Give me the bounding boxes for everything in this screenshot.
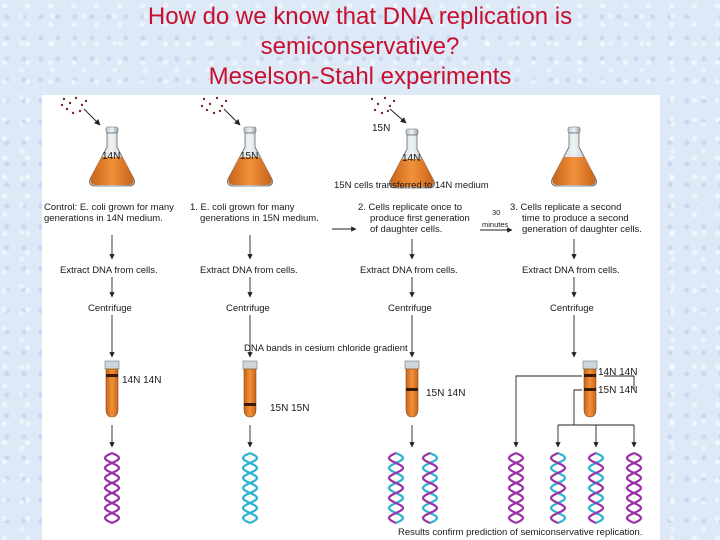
- dna-control: [103, 452, 121, 524]
- step2-line-2: produce first generation: [370, 213, 470, 224]
- tube-step3-connectors: [513, 375, 637, 448]
- extract-label-2: Extract DNA from cells.: [200, 265, 298, 276]
- dna-control-strand-b: [103, 452, 121, 524]
- arrow-dots-1: [83, 108, 101, 126]
- gradient-label: DNA bands in cesium chloride gradient: [244, 343, 408, 354]
- title-line-1: How do we know that DNA replication is: [147, 3, 573, 30]
- centrifuge-label-1: Centrifuge: [88, 303, 132, 314]
- dna-step2-b-strand-a: [421, 452, 439, 524]
- title-line-3: Meselson-Stahl experiments: [208, 63, 512, 90]
- transfer-label: 15N cells transferred to 14N medium: [334, 180, 489, 191]
- flask-step2-top-label: 15N: [372, 123, 390, 134]
- step1-line-2: generations in 15N medium.: [200, 213, 319, 224]
- flask-step1: 15N: [227, 126, 273, 187]
- tube-step3-lower-label: 15N 14N: [598, 385, 637, 396]
- step3-line-2: time to produce a second: [522, 213, 629, 224]
- tube-step2: [404, 360, 420, 418]
- band-hybrid-2: [584, 388, 596, 391]
- minutes-label: 30 minutes: [482, 208, 509, 229]
- dna-step1: [241, 452, 259, 524]
- nitrogen-dots-3: [370, 96, 396, 115]
- tube-step1-label: 15N 15N: [270, 403, 309, 414]
- dna-step1-strand-a: [241, 452, 259, 524]
- tube-control: [104, 360, 120, 418]
- tube-step3-upper-label: 14N 14N: [598, 367, 637, 378]
- dna-helices: [103, 452, 643, 524]
- centrifuge-label-4: Centrifuge: [550, 303, 594, 314]
- step3-line-3: generation of daughter cells.: [522, 224, 642, 235]
- band-light-2: [584, 374, 596, 377]
- dna-step3-c: [587, 452, 605, 524]
- extract-label-1: Extract DNA from cells.: [60, 265, 158, 276]
- flask-step1-label: 15N: [240, 151, 258, 162]
- step2-line-3: of daughter cells.: [370, 224, 442, 235]
- control-line-1: Control: E. coli grown for many: [44, 202, 174, 213]
- title-line-2: semiconservative?: [260, 33, 460, 60]
- dna-step2-b: [421, 452, 439, 524]
- dna-step2-a: [387, 452, 405, 524]
- dna-step3-a-strand-b: [507, 452, 525, 524]
- dna-step2-a-strand-b: [387, 452, 405, 524]
- dna-step3-b: [549, 452, 567, 524]
- tube-to-dna-arrows: [109, 425, 415, 448]
- step2-line-1: 2. Cells replicate once to: [358, 202, 462, 213]
- tube-step1: [242, 360, 258, 418]
- minutes-value: 30: [492, 208, 500, 217]
- dna-step3-c-strand-a: [587, 452, 605, 524]
- step1-line-1: 1. E. coli grown for many: [190, 202, 295, 213]
- control-line-2: generations in 14N medium.: [44, 213, 163, 224]
- flask-step2-label: 14N: [402, 153, 420, 164]
- dna-control-strand-a: [103, 452, 121, 524]
- flask-step3: [551, 126, 597, 187]
- dna-step3-d: [625, 452, 643, 524]
- dna-step3-a: [507, 452, 525, 524]
- flask-control-label: 14N: [102, 151, 120, 162]
- arrow-dots-2: [223, 108, 241, 126]
- dna-step3-d-strand-a: [625, 452, 643, 524]
- extract-label-3: Extract DNA from cells.: [360, 265, 458, 276]
- band-heavy: [244, 403, 256, 406]
- flask-control: 14N: [89, 126, 135, 187]
- dna-step3-b-strand-a: [549, 452, 567, 524]
- nitrogen-dots-2: [200, 96, 228, 115]
- step3-line-1: 3. Cells replicate a second: [510, 202, 621, 213]
- slide-title: How do we know that DNA replication is s…: [0, 2, 720, 92]
- control-description: Control: E. coli grown for many generati…: [44, 202, 174, 224]
- dna-step3-c-strand-b: [587, 452, 605, 524]
- centrifuge-label-3: Centrifuge: [388, 303, 432, 314]
- centrifuge-label-2: Centrifuge: [226, 303, 270, 314]
- dna-step1-strand-b: [241, 452, 259, 524]
- meselson-stahl-diagram: 14N 15N 15N 14N 15N cells transferred to…: [44, 96, 643, 538]
- step2-description: 2. Cells replicate once to produce first…: [358, 202, 470, 235]
- extract-label-4: Extract DNA from cells.: [522, 265, 620, 276]
- tube-control-label: 14N 14N: [122, 375, 161, 386]
- dna-step2-b-strand-b: [421, 452, 439, 524]
- band-light: [106, 374, 118, 377]
- dna-step3-a-strand-a: [507, 452, 525, 524]
- diagram-panel: 14N 15N 15N 14N 15N cells transferred to…: [42, 95, 660, 540]
- dna-step2-a-strand-a: [387, 452, 405, 524]
- dna-step3-b-strand-b: [549, 452, 567, 524]
- flask-step2: 14N: [389, 128, 435, 189]
- results-label: Results confirm prediction of semiconser…: [398, 527, 642, 538]
- tube-step2-label: 15N 14N: [426, 388, 465, 399]
- dna-step3-d-strand-b: [625, 452, 643, 524]
- minutes-unit: minutes: [482, 220, 509, 229]
- nitrogen-dots-1: [60, 96, 88, 115]
- arrow-dots-3: [389, 108, 407, 124]
- step3-description: 3. Cells replicate a second time to prod…: [510, 202, 642, 235]
- band-hybrid: [406, 388, 418, 391]
- column-flow: [109, 235, 577, 358]
- step1-description: 1. E. coli grown for many generations in…: [190, 202, 319, 224]
- tube-step3: [582, 360, 598, 418]
